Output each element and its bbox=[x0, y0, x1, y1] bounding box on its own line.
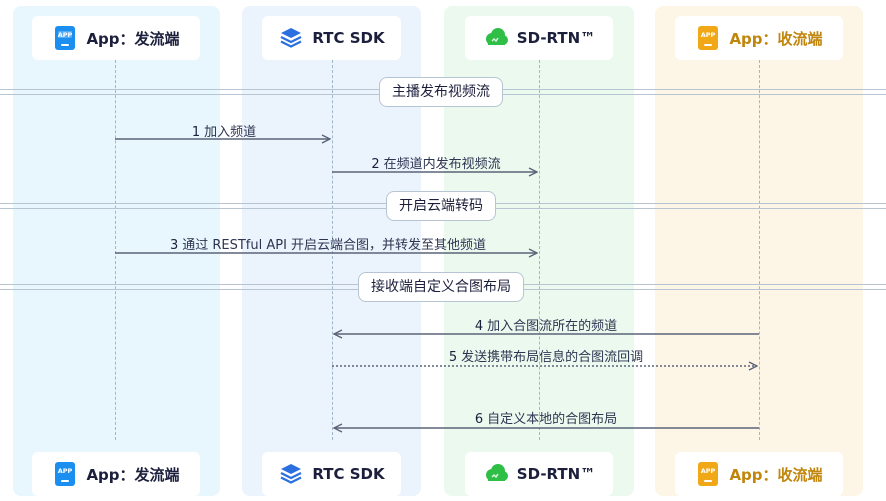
app-icon: APP bbox=[52, 25, 78, 51]
svg-text:APP: APP bbox=[58, 31, 73, 39]
section-label: 开启云端转码 bbox=[386, 191, 496, 221]
lifeline-app-sender bbox=[115, 60, 116, 440]
participant-header-app-sender: APP App：发流端 bbox=[32, 16, 200, 60]
layers-icon bbox=[278, 25, 304, 51]
svg-text:APP: APP bbox=[58, 467, 73, 475]
cloud-icon bbox=[483, 25, 509, 51]
participant-label: SD-RTN™ bbox=[516, 465, 596, 483]
participant-label: App：发流端 bbox=[86, 29, 180, 48]
app-icon: APP bbox=[695, 461, 721, 487]
participant-label: RTC SDK bbox=[312, 29, 385, 47]
participant-header-rtc-sdk: RTC SDK bbox=[262, 16, 401, 60]
participant-label: App：发流端 bbox=[86, 465, 180, 484]
lifeline-rtc-sdk bbox=[332, 60, 333, 440]
lane-app-sender bbox=[13, 6, 220, 496]
participant-label: SD-RTN™ bbox=[516, 29, 596, 47]
participant-footer-app-receiver: APP App：收流端 bbox=[675, 452, 843, 496]
lifeline-sd-rtn bbox=[539, 60, 540, 440]
layers-icon bbox=[278, 461, 304, 487]
lifeline-app-receiver bbox=[759, 60, 760, 440]
cloud-icon bbox=[483, 461, 509, 487]
participant-label: App：收流端 bbox=[729, 465, 823, 484]
participant-label: RTC SDK bbox=[312, 465, 385, 483]
participant-header-app-receiver: APP App：收流端 bbox=[675, 16, 843, 60]
participant-footer-app-sender: APP App：发流端 bbox=[32, 452, 200, 496]
participant-footer-sd-rtn: SD-RTN™ bbox=[465, 452, 613, 496]
svg-text:APP: APP bbox=[701, 467, 716, 475]
section-label: 接收端自定义合图布局 bbox=[358, 272, 524, 302]
participant-label: App：收流端 bbox=[729, 29, 823, 48]
svg-text:APP: APP bbox=[701, 31, 716, 39]
section-label: 主播发布视频流 bbox=[379, 77, 503, 107]
app-icon: APP bbox=[52, 461, 78, 487]
participant-header-sd-rtn: SD-RTN™ bbox=[465, 16, 613, 60]
participant-footer-rtc-sdk: RTC SDK bbox=[262, 452, 401, 496]
app-icon: APP bbox=[695, 25, 721, 51]
